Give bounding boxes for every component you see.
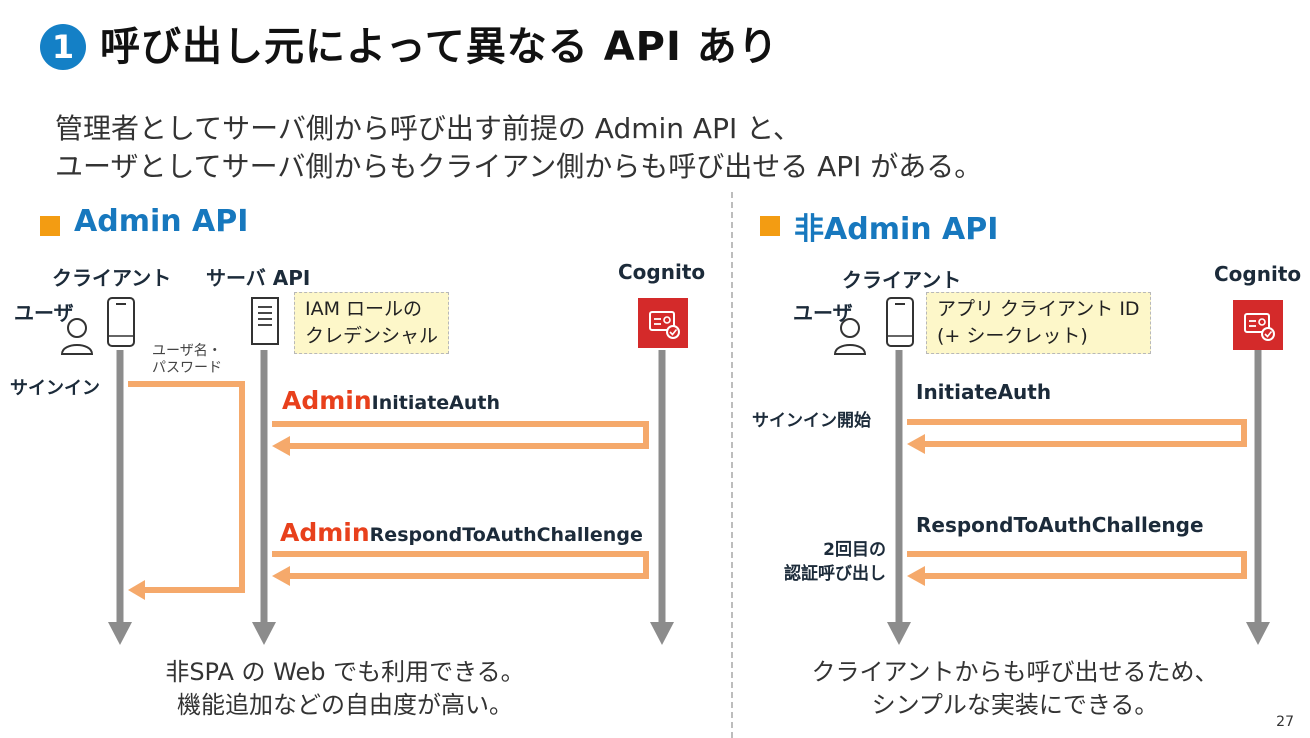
section-divider: [731, 192, 733, 738]
right-section-square: [760, 216, 780, 236]
right-signin-start-label: サインイン開始: [752, 411, 871, 431]
user-icon: [833, 318, 867, 355]
right-footer-line-1: クライアントからも呼び出せるため、: [811, 658, 1219, 686]
right-second-call-label: 2回目の 認証呼び出し: [770, 538, 886, 586]
right-client-label: クライアント: [842, 268, 962, 292]
right-app-client-note: アプリ クライアント ID (+ シークレット): [926, 292, 1151, 354]
page-number: 27: [1276, 714, 1294, 730]
right-initiate-arrow: [907, 419, 1247, 454]
right-second-call-line-1: 2回目の: [823, 540, 886, 560]
phone-icon: [107, 297, 135, 347]
left-cognito-label: Cognito: [618, 260, 706, 284]
left-signin-label: サインイン: [10, 378, 100, 399]
right-cognito-label: Cognito: [1214, 262, 1302, 286]
right-footer: クライアントからも呼び出せるため、 シンプルな実装にできる。: [790, 656, 1240, 722]
left-note-line-2: クレデンシャル: [305, 325, 439, 347]
number-badge: 1: [40, 24, 86, 70]
left-credentials-line-1: ユーザ名・: [152, 343, 222, 359]
right-second-call-line-2: 認証呼び出し: [784, 564, 886, 584]
right-section-heading: 非Admin API: [794, 212, 999, 247]
left-section-heading: Admin API: [74, 204, 249, 239]
right-initiate-label: InitiateAuth: [916, 380, 1052, 404]
left-respond-name: RespondToAuthChallenge: [369, 524, 643, 546]
left-note-line-1: IAM ロールの: [305, 298, 423, 320]
subtitle-line-2: ユーザとしてサーバ側からもクライアン側からも呼び出せる API がある。: [55, 150, 983, 183]
left-lifeline-server: [252, 350, 276, 645]
left-admin-respond-arrow: [272, 551, 649, 586]
left-credentials-arrow: [128, 381, 245, 600]
phone-icon: [886, 297, 914, 347]
left-lifeline-cognito: [650, 350, 674, 645]
page-title: 呼び出し元によって異なる API あり: [100, 24, 779, 70]
right-lifeline-client: [887, 350, 911, 645]
left-section-square: [40, 216, 60, 236]
right-respond-label: RespondToAuthChallenge: [916, 513, 1204, 537]
server-icon: [251, 297, 279, 345]
left-admin-respond-label: AdminRespondToAuthChallenge: [280, 518, 643, 547]
user-icon: [60, 318, 94, 355]
right-respond-arrow: [907, 551, 1247, 586]
cognito-icon: [1233, 300, 1283, 350]
right-note-line-1: アプリ クライアント ID: [937, 298, 1140, 320]
left-admin-initiate-arrow: [272, 421, 649, 456]
left-iam-note: IAM ロールの クレデンシャル: [294, 292, 450, 354]
left-lifeline-client: [108, 350, 132, 645]
left-admin-prefix-2: Admin: [280, 518, 370, 547]
left-credentials-line-2: パスワード: [152, 360, 222, 376]
cognito-icon: [638, 298, 688, 348]
subtitle: 管理者としてサーバ側から呼び出す前提の Admin API と、 ユーザとしてサ…: [55, 110, 982, 186]
left-initiate-name: InitiateAuth: [371, 392, 501, 414]
subtitle-line-1: 管理者としてサーバ側から呼び出す前提の Admin API と、: [55, 112, 801, 145]
left-footer-line-1: 非SPA の Web でも利用できる。: [165, 658, 525, 686]
left-client-label: クライアント: [52, 266, 172, 290]
left-user-label: ユーザ: [14, 301, 74, 325]
left-server-label: サーバ API: [206, 266, 311, 290]
left-admin-prefix-1: Admin: [282, 386, 372, 415]
right-footer-line-2: シンプルな実装にできる。: [871, 691, 1159, 719]
left-admin-initiate-label: AdminInitiateAuth: [282, 386, 500, 415]
left-footer-line-2: 機能追加などの自由度が高い。: [177, 691, 513, 719]
left-credentials-label: ユーザ名・ パスワード: [152, 343, 222, 377]
right-note-line-2: (+ シークレット): [937, 325, 1088, 347]
left-footer: 非SPA の Web でも利用できる。 機能追加などの自由度が高い。: [130, 656, 560, 722]
right-user-label: ユーザ: [793, 301, 853, 325]
right-lifeline-cognito: [1246, 350, 1270, 645]
